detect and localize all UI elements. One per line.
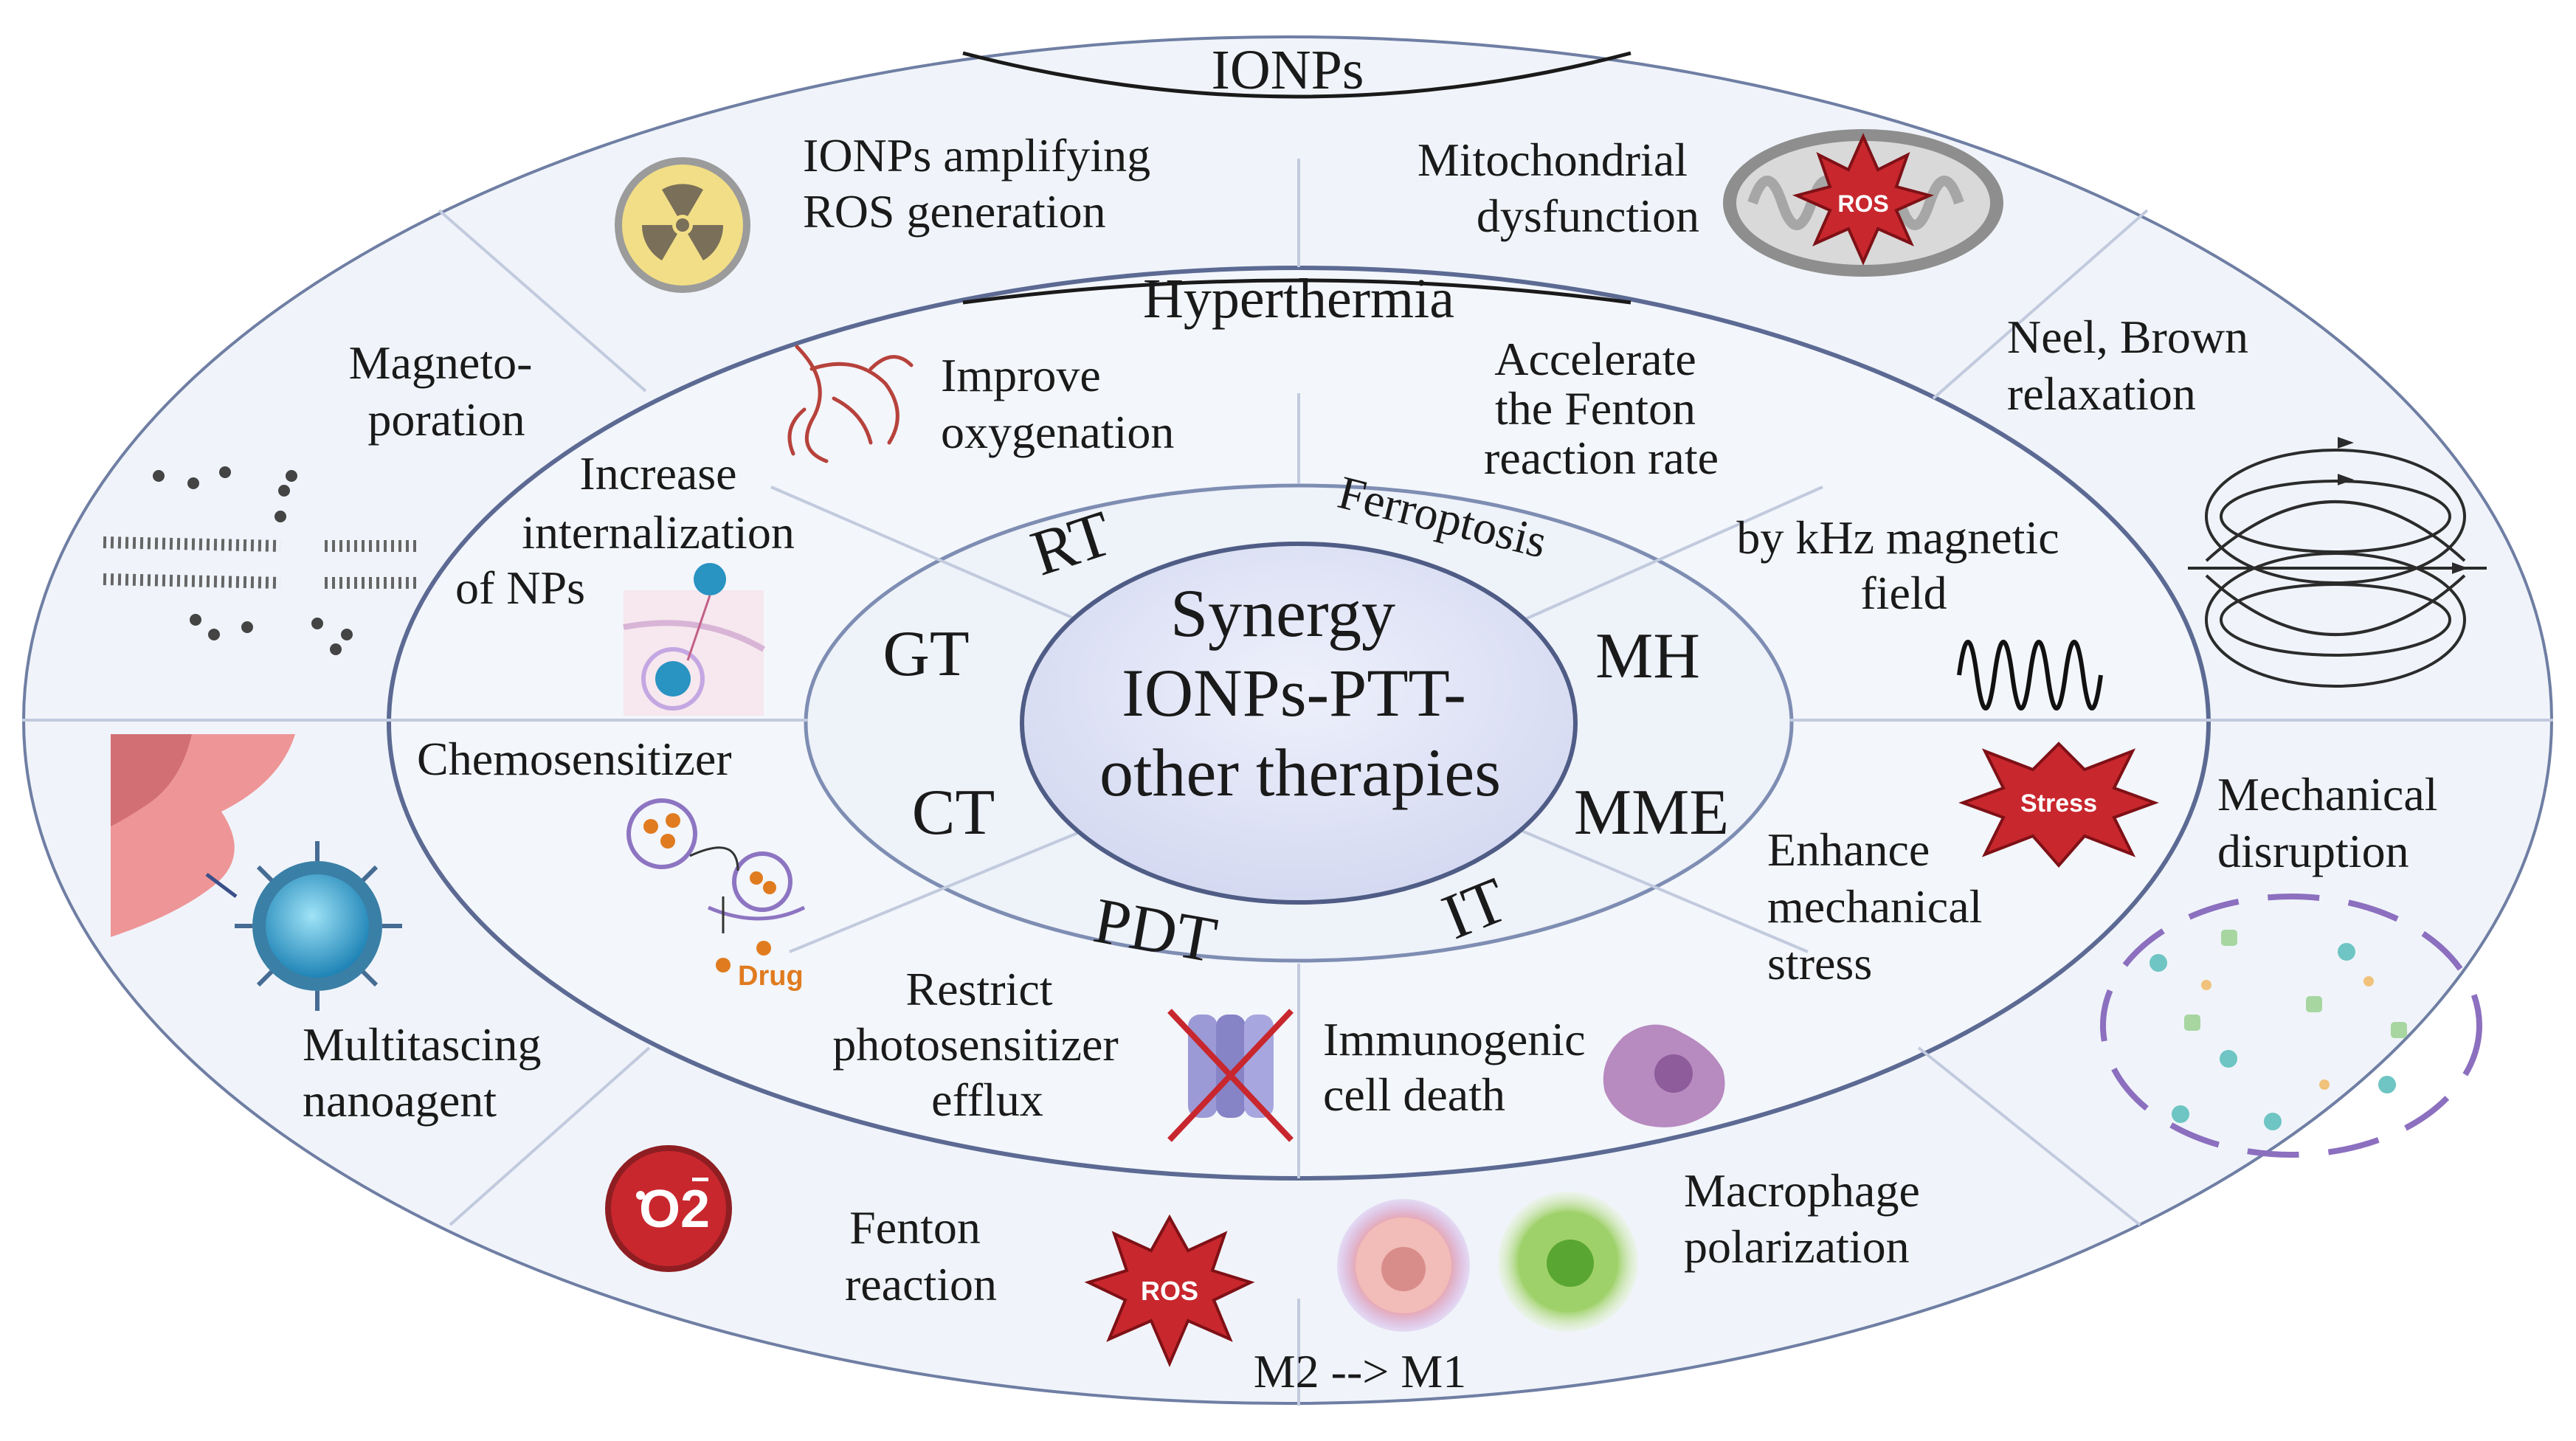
endocytosis-icon <box>623 563 766 716</box>
label-khz-field: by kHz magnetic field <box>1736 511 2071 619</box>
abbr-mh: MH <box>1595 621 1700 692</box>
ionps-banner-arc <box>962 51 1631 99</box>
ros-burst-icon: ROS <box>1084 1214 1255 1368</box>
wave-icon <box>1957 640 2103 711</box>
drug-label: Drug <box>738 961 804 992</box>
stress-burst-icon: Stress <box>1958 742 2159 868</box>
abbr-mme: MME <box>1574 777 1729 849</box>
blood-vessel-icon <box>787 345 914 463</box>
label-accelerate-fenton: Accelerate the Fenton reaction rate <box>1484 333 1719 484</box>
dying-cell-icon <box>1603 1024 1725 1127</box>
cell-debris-icon <box>2100 894 2482 1158</box>
efflux-pump-icon <box>1167 1009 1294 1142</box>
label-chemosensitizer: Chemosensitizer <box>417 733 732 785</box>
label-improve-oxygenation: Improve oxygenation <box>941 349 1174 458</box>
membrane-pore-icon <box>103 466 417 655</box>
label-neel-brown: Neel, Brown relaxation <box>2007 311 2260 420</box>
label-mechanical-disruption: Mechanical disruption <box>2217 768 2450 877</box>
center-ellipse <box>1020 542 1578 905</box>
label-magnetoporation: Magneto- poration <box>349 336 545 446</box>
center-title: Synergy IONPs-PTT- other therapies <box>1099 576 1501 810</box>
label-enhance-stress: Enhance mechanical stress <box>1767 823 1994 989</box>
hyperthermia-banner-arc <box>962 278 1631 305</box>
center-line-3: other therapies <box>1099 735 1501 810</box>
label-fenton-reaction: Fenton reaction <box>845 1201 997 1310</box>
middle-ring-title: Hyperthermia <box>1143 268 1454 330</box>
label-m2-m1: M2 --> M1 <box>1254 1345 1467 1397</box>
label-macrophage: Macrophage polarization <box>1684 1164 1932 1273</box>
label-multitasking: Multitascing nanoagent <box>303 1018 553 1127</box>
nanoparticle-icon <box>111 734 402 1011</box>
center-line-1: Synergy <box>1170 576 1395 651</box>
label-immunogenic: Immunogenic cell death <box>1323 1013 1597 1121</box>
superoxide-label: O2 <box>639 1180 710 1239</box>
label-restrict-efflux: Restrict photosensitizer efflux <box>832 963 1130 1126</box>
ros-badge: ROS <box>1141 1276 1198 1306</box>
drug-release-icon: Drug <box>626 798 806 992</box>
label-internalization: Increase internalization of NPs <box>455 447 807 614</box>
abbr-ct: CT <box>912 777 995 849</box>
outer-ring-title: IONPs <box>1212 39 1364 101</box>
label-ros-amplifying: IONPs amplifying ROS generation <box>803 129 1162 238</box>
center-line-2: IONPs-PTT- <box>1122 655 1466 730</box>
radiation-icon <box>615 157 750 293</box>
dividers <box>22 159 2553 1406</box>
mitochondria-icon: ROS <box>1723 129 2003 277</box>
macrophage-icon <box>1337 1192 1638 1332</box>
magnetic-field-icon <box>2188 437 2487 688</box>
mito-ros-badge: ROS <box>1837 190 1888 217</box>
label-mitochondrial: Mitochondrial dysfunction <box>1418 134 1699 242</box>
stress-badge: Stress <box>2020 789 2097 818</box>
abbr-gt: GT <box>883 618 969 690</box>
superoxide-icon: O2 <box>605 1145 732 1272</box>
